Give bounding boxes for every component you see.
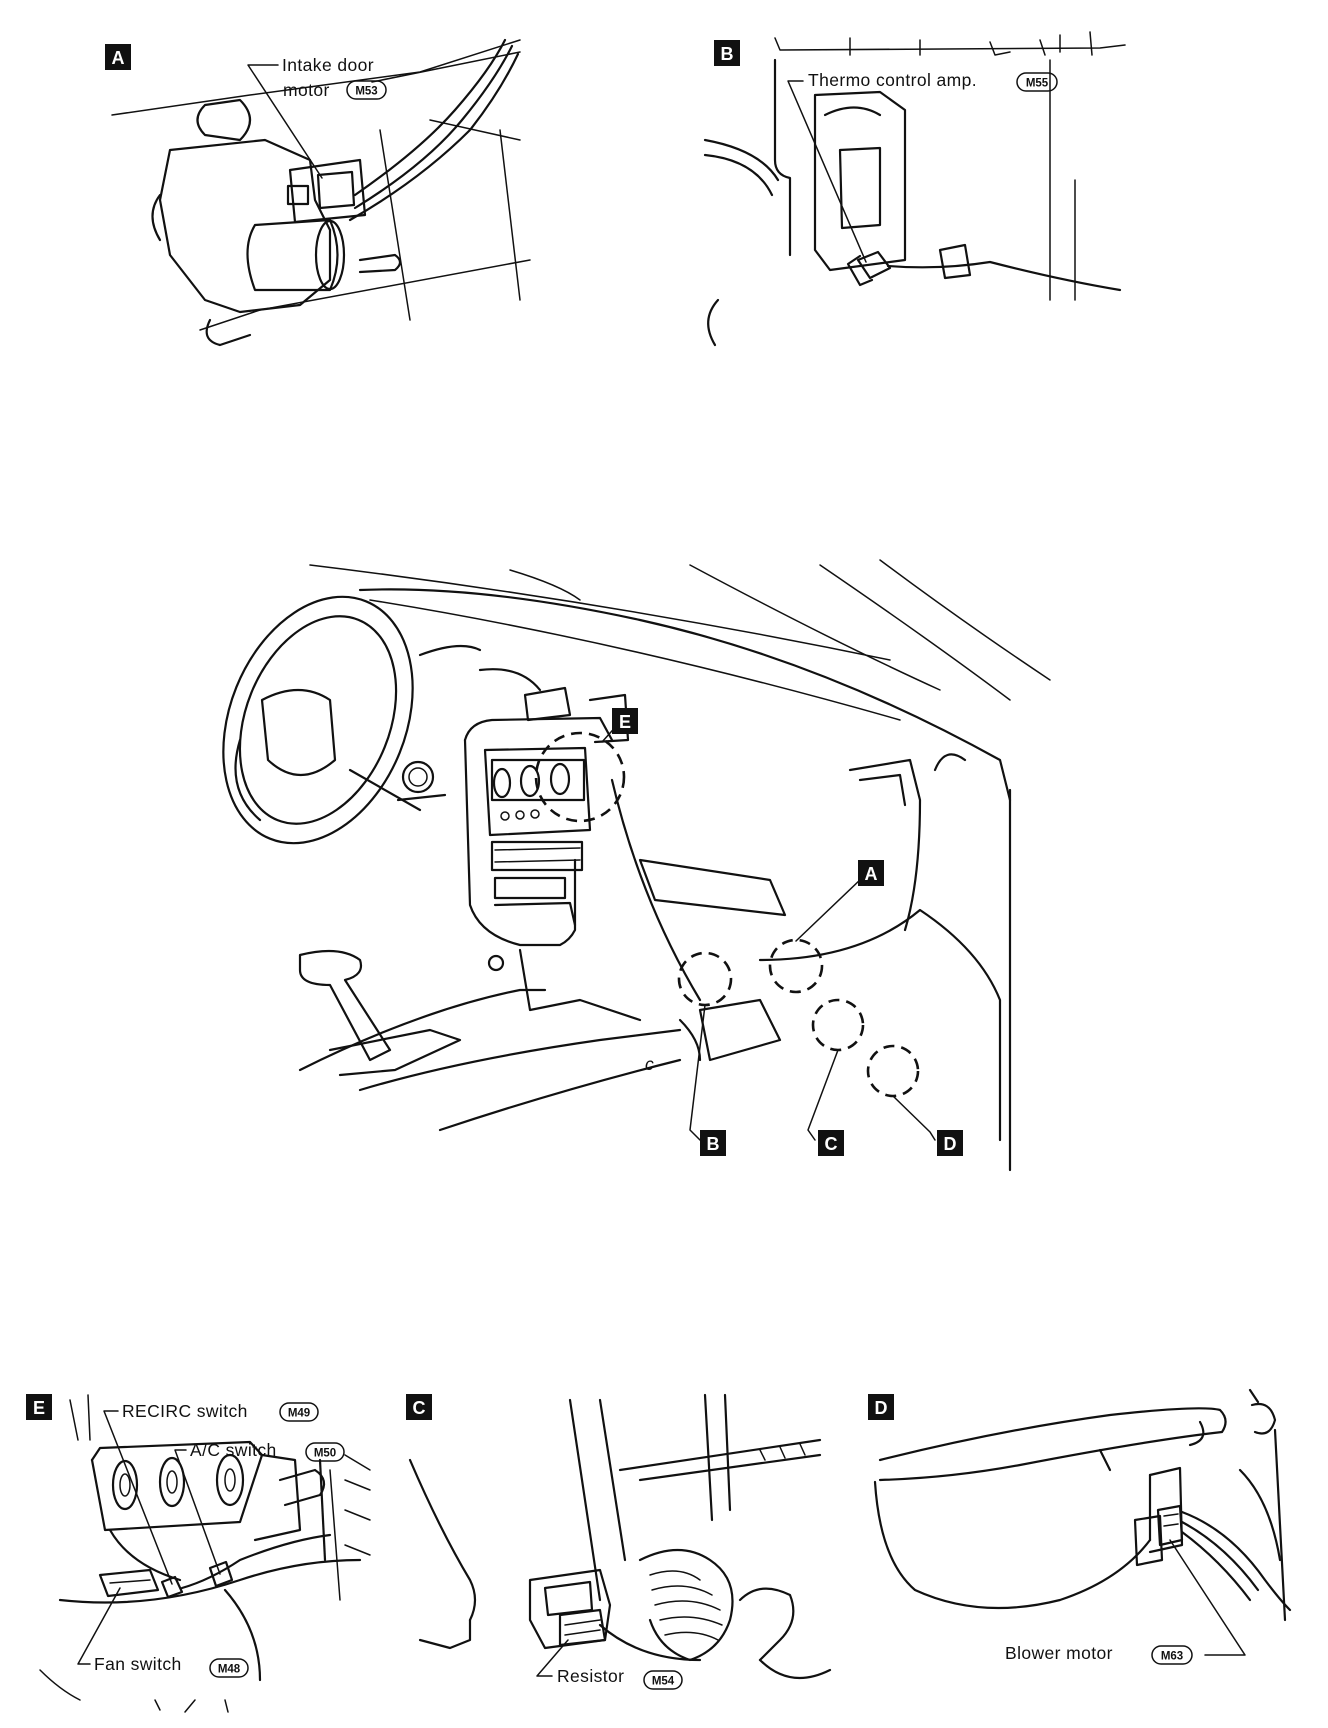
panel-e-marker: E <box>26 1394 52 1420</box>
location-marker-b: B <box>700 1130 726 1156</box>
ac-switch-label: A/C switch M50 <box>174 1440 345 1575</box>
resistor-drawing <box>408 1393 832 1680</box>
blower-motor-drawing <box>873 1388 1292 1622</box>
resistor-label: Resistor M54 <box>536 1639 683 1690</box>
panel-d-marker-letter: D <box>875 1398 888 1418</box>
intake-door-motor-drawing <box>111 38 531 347</box>
thermo-amp-drawing <box>703 31 1126 347</box>
panel-a: A Intake door motor <box>105 38 531 347</box>
panel-c-marker-letter: C <box>413 1398 426 1418</box>
floor-mark: c <box>645 1054 654 1074</box>
dashboard-drawing: c <box>222 559 1051 1172</box>
thermo-amp-label-text: Thermo control amp. <box>808 70 977 90</box>
location-marker-e: E <box>612 708 638 734</box>
dashboard-overview: c E <box>222 559 1051 1172</box>
panel-a-marker-letter: A <box>112 48 125 68</box>
recirc-switch-connector-code: M49 <box>288 1408 310 1420</box>
location-marker-c: C <box>818 1130 844 1156</box>
blower-motor-label: Blower motor M63 <box>1005 1539 1246 1665</box>
blower-motor-label-text: Blower motor <box>1005 1643 1113 1663</box>
recirc-switch-label: RECIRC switch M49 <box>103 1401 319 1585</box>
panel-e-marker-letter: E <box>33 1398 45 1418</box>
thermo-amp-label: Thermo control amp. M55 <box>787 70 1058 263</box>
panel-e: E <box>26 1394 371 1713</box>
recirc-switch-label-text: RECIRC switch <box>122 1401 248 1421</box>
location-marker-a-letter: A <box>865 864 878 884</box>
panel-d: D Blower motor M63 <box>868 1388 1292 1665</box>
panel-c: C <box>406 1393 832 1690</box>
location-marker-d-letter: D <box>944 1134 957 1154</box>
panel-b: B Thermo control amp. <box>703 31 1126 347</box>
intake-door-label-line2: motor <box>283 80 330 100</box>
location-marker-a: A <box>858 860 884 886</box>
resistor-label-text: Resistor <box>557 1666 624 1686</box>
panel-b-marker: B <box>714 40 740 66</box>
fan-switch-connector-code: M48 <box>218 1664 241 1676</box>
blower-motor-connector-code: M63 <box>1161 1651 1183 1663</box>
panel-a-marker: A <box>105 44 131 70</box>
location-marker-d: D <box>937 1130 963 1156</box>
intake-door-connector-code: M53 <box>355 86 377 98</box>
panel-d-marker: D <box>868 1394 894 1420</box>
ac-switch-label-text: A/C switch <box>190 1440 277 1460</box>
fan-switch-label: Fan switch M48 <box>77 1587 249 1678</box>
intake-door-label-line1: Intake door <box>282 55 374 75</box>
ac-switch-connector-code: M50 <box>314 1448 336 1460</box>
thermo-amp-connector-code: M55 <box>1026 78 1049 90</box>
location-marker-e-letter: E <box>619 712 631 732</box>
resistor-connector-code: M54 <box>652 1676 675 1688</box>
panel-b-marker-letter: B <box>721 44 734 64</box>
location-marker-b-letter: B <box>707 1134 720 1154</box>
fan-switch-label-text: Fan switch <box>94 1654 182 1674</box>
intake-door-motor-label: Intake door motor M53 <box>247 55 387 179</box>
panel-c-marker: C <box>406 1394 432 1420</box>
location-marker-c-letter: C <box>825 1134 838 1154</box>
